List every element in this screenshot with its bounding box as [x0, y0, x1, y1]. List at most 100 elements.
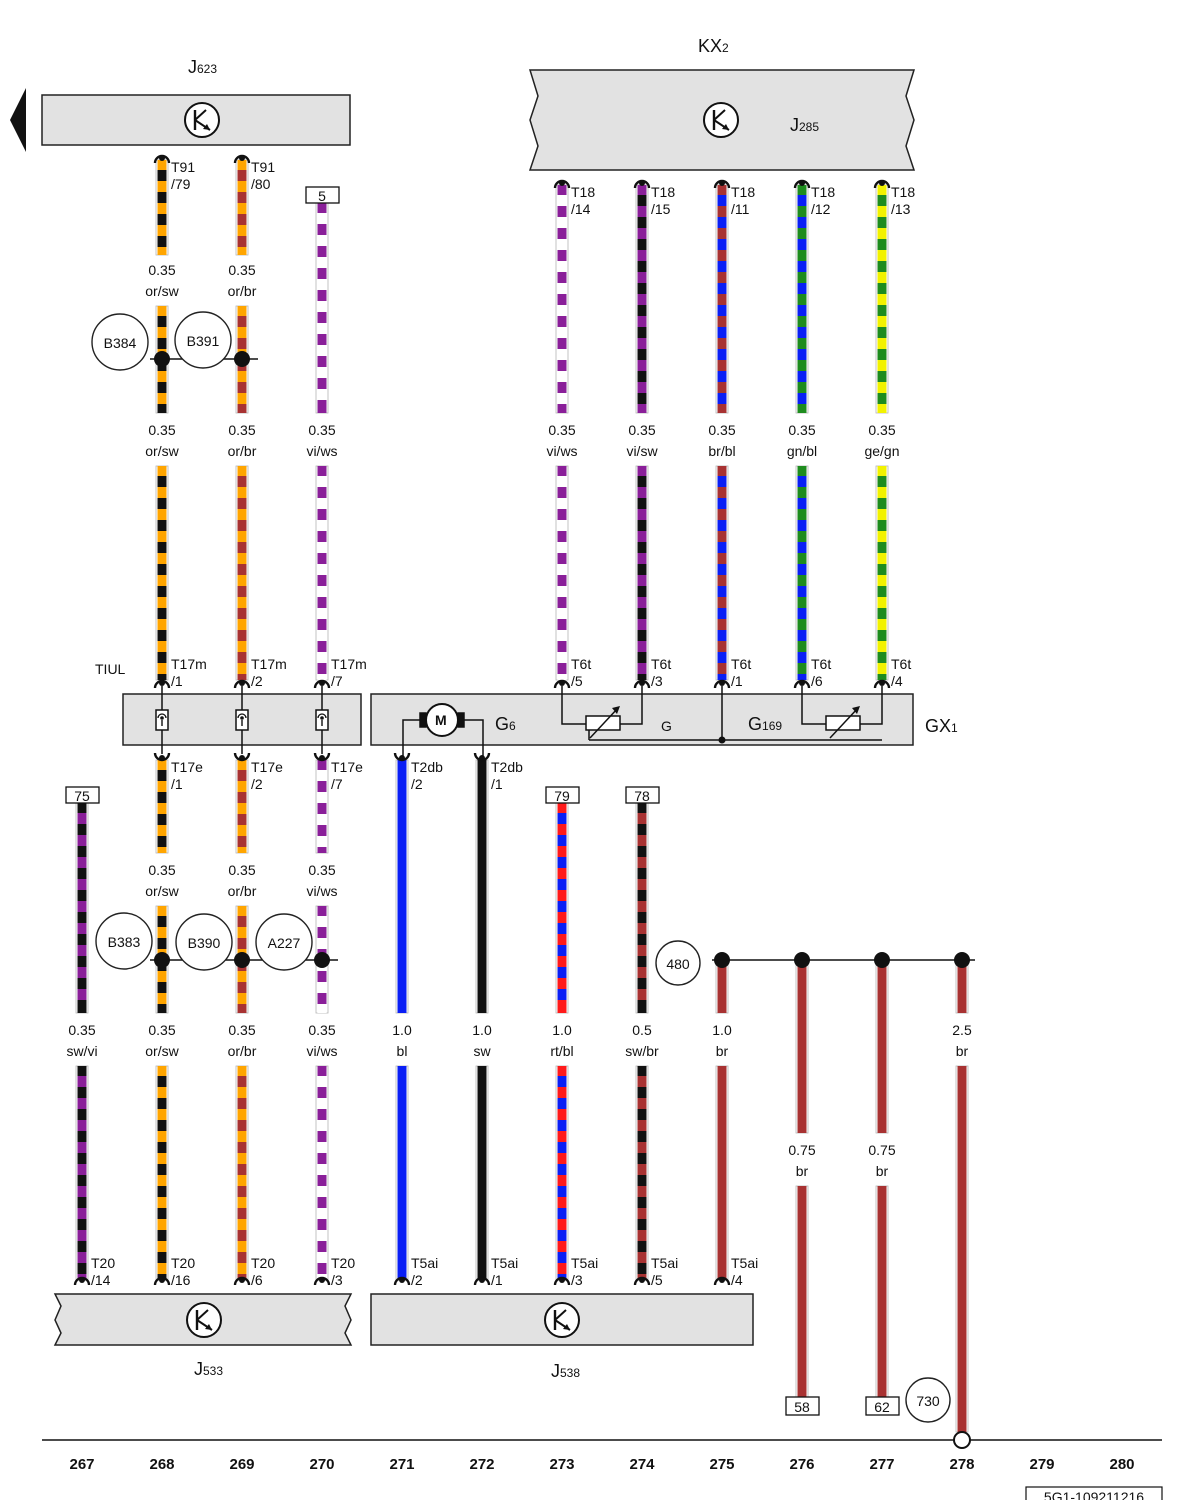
- ref-75-label: 75: [74, 788, 90, 804]
- conn-t17e-7: T17e/7: [331, 759, 363, 792]
- w274-2: [635, 465, 649, 681]
- conn-t6t-5: T6t/5: [571, 656, 591, 689]
- w276-2: [795, 465, 809, 681]
- connector-pin-25: [479, 1277, 485, 1283]
- splice-b391-circle: [174, 311, 232, 369]
- w269-4: [235, 759, 249, 854]
- ref-box-5: [305, 186, 340, 204]
- w274-3: [635, 802, 649, 1014]
- left-arrow-icon: [10, 88, 26, 152]
- track-number-280: 280: [1109, 1456, 1134, 1473]
- connector-pin-24: [399, 1277, 405, 1283]
- ref-79-label: 79: [554, 788, 570, 804]
- doc-id-box: [1025, 1486, 1163, 1500]
- w268-3: [155, 465, 169, 681]
- g169-label: G169: [748, 714, 782, 734]
- track-number-271: 271: [389, 1456, 414, 1473]
- conn-t91-80: T91/80: [251, 159, 275, 192]
- ref-box-58: [785, 1396, 820, 1416]
- track-number-273: 273: [549, 1456, 574, 1473]
- splice-b391-label: B391: [187, 333, 220, 349]
- connector-pin-17: [319, 755, 325, 761]
- j538-ecu-icon: [543, 1301, 581, 1339]
- track-number-272: 272: [469, 1456, 494, 1473]
- connector-pin-22: [239, 1277, 245, 1283]
- splice-480-circle: [655, 940, 701, 986]
- w268-1: [155, 159, 169, 256]
- w275-4: [715, 1065, 729, 1281]
- conn-t20-16: T20/16: [171, 1255, 195, 1288]
- ref-box-79: [545, 786, 580, 804]
- conn-t5ai-5: T5ai/5: [651, 1255, 678, 1288]
- connector-pin-4: [719, 180, 725, 186]
- w273-4: [555, 1065, 569, 1281]
- splice-b384-circle: [91, 313, 149, 371]
- conn-t17m-1: T17m/1: [171, 656, 207, 689]
- wire-layer: [75, 159, 969, 1433]
- pot-g-arrow-icon: [612, 706, 620, 714]
- ref-box-75: [65, 786, 100, 804]
- connector-pin-27: [639, 1277, 645, 1283]
- connector-pin-6: [879, 180, 885, 186]
- ref-62-label: 62: [874, 1399, 890, 1415]
- w267-1: [75, 802, 89, 1014]
- conn-t17e-2: T17e/2: [251, 759, 283, 792]
- conn-t6t-4: T6t/4: [891, 656, 911, 689]
- w271-2: [395, 1065, 409, 1281]
- conn-t18-15: T18/15: [651, 184, 675, 217]
- conn-t2db-2: T2db/2: [411, 759, 443, 792]
- w272-1: [475, 759, 489, 1014]
- j533-ecu-icon: [185, 1301, 223, 1339]
- connector-pin-5: [799, 180, 805, 186]
- gx1-label: GX1: [925, 716, 958, 736]
- g-label: G: [661, 718, 672, 734]
- connector-pin-8: [239, 680, 245, 686]
- w270-6: [315, 1065, 329, 1281]
- w276-1: [795, 184, 809, 414]
- connector-pin-14: [879, 680, 885, 686]
- w275-1: [715, 184, 729, 414]
- conn-t5ai-4: T5ai/4: [731, 1255, 758, 1288]
- connector-pin-7: [159, 680, 165, 686]
- track-number-267: 267: [69, 1456, 94, 1473]
- j285-label: J285: [790, 115, 819, 135]
- splice-730-circle: [905, 1377, 951, 1423]
- splice-b383-label: B383: [108, 934, 141, 950]
- connector-pin-21: [159, 1277, 165, 1283]
- connector-pin-12: [719, 680, 725, 686]
- w274-4: [635, 1065, 649, 1281]
- connector-pin-18: [399, 755, 405, 761]
- w276-4: [795, 1185, 809, 1398]
- conn-t18-12: T18/12: [811, 184, 835, 217]
- ref-78-label: 78: [634, 788, 650, 804]
- connector-pin-15: [159, 755, 165, 761]
- w270-1: [315, 202, 329, 414]
- splice-b390-label: B390: [188, 935, 221, 951]
- connector-pin-23: [319, 1277, 325, 1283]
- w277-1: [875, 184, 889, 414]
- connector-pin-28: [719, 1277, 725, 1283]
- connector-pin-26: [559, 1277, 565, 1283]
- w278-2: [955, 1065, 969, 1433]
- conn-t20-14: T20/14: [91, 1255, 115, 1288]
- connector-pin-19: [479, 755, 485, 761]
- w268-4: [155, 759, 169, 854]
- w267-2: [75, 1065, 89, 1281]
- connector-pin-10: [559, 680, 565, 686]
- tiul-relay-icon-2: [235, 709, 249, 731]
